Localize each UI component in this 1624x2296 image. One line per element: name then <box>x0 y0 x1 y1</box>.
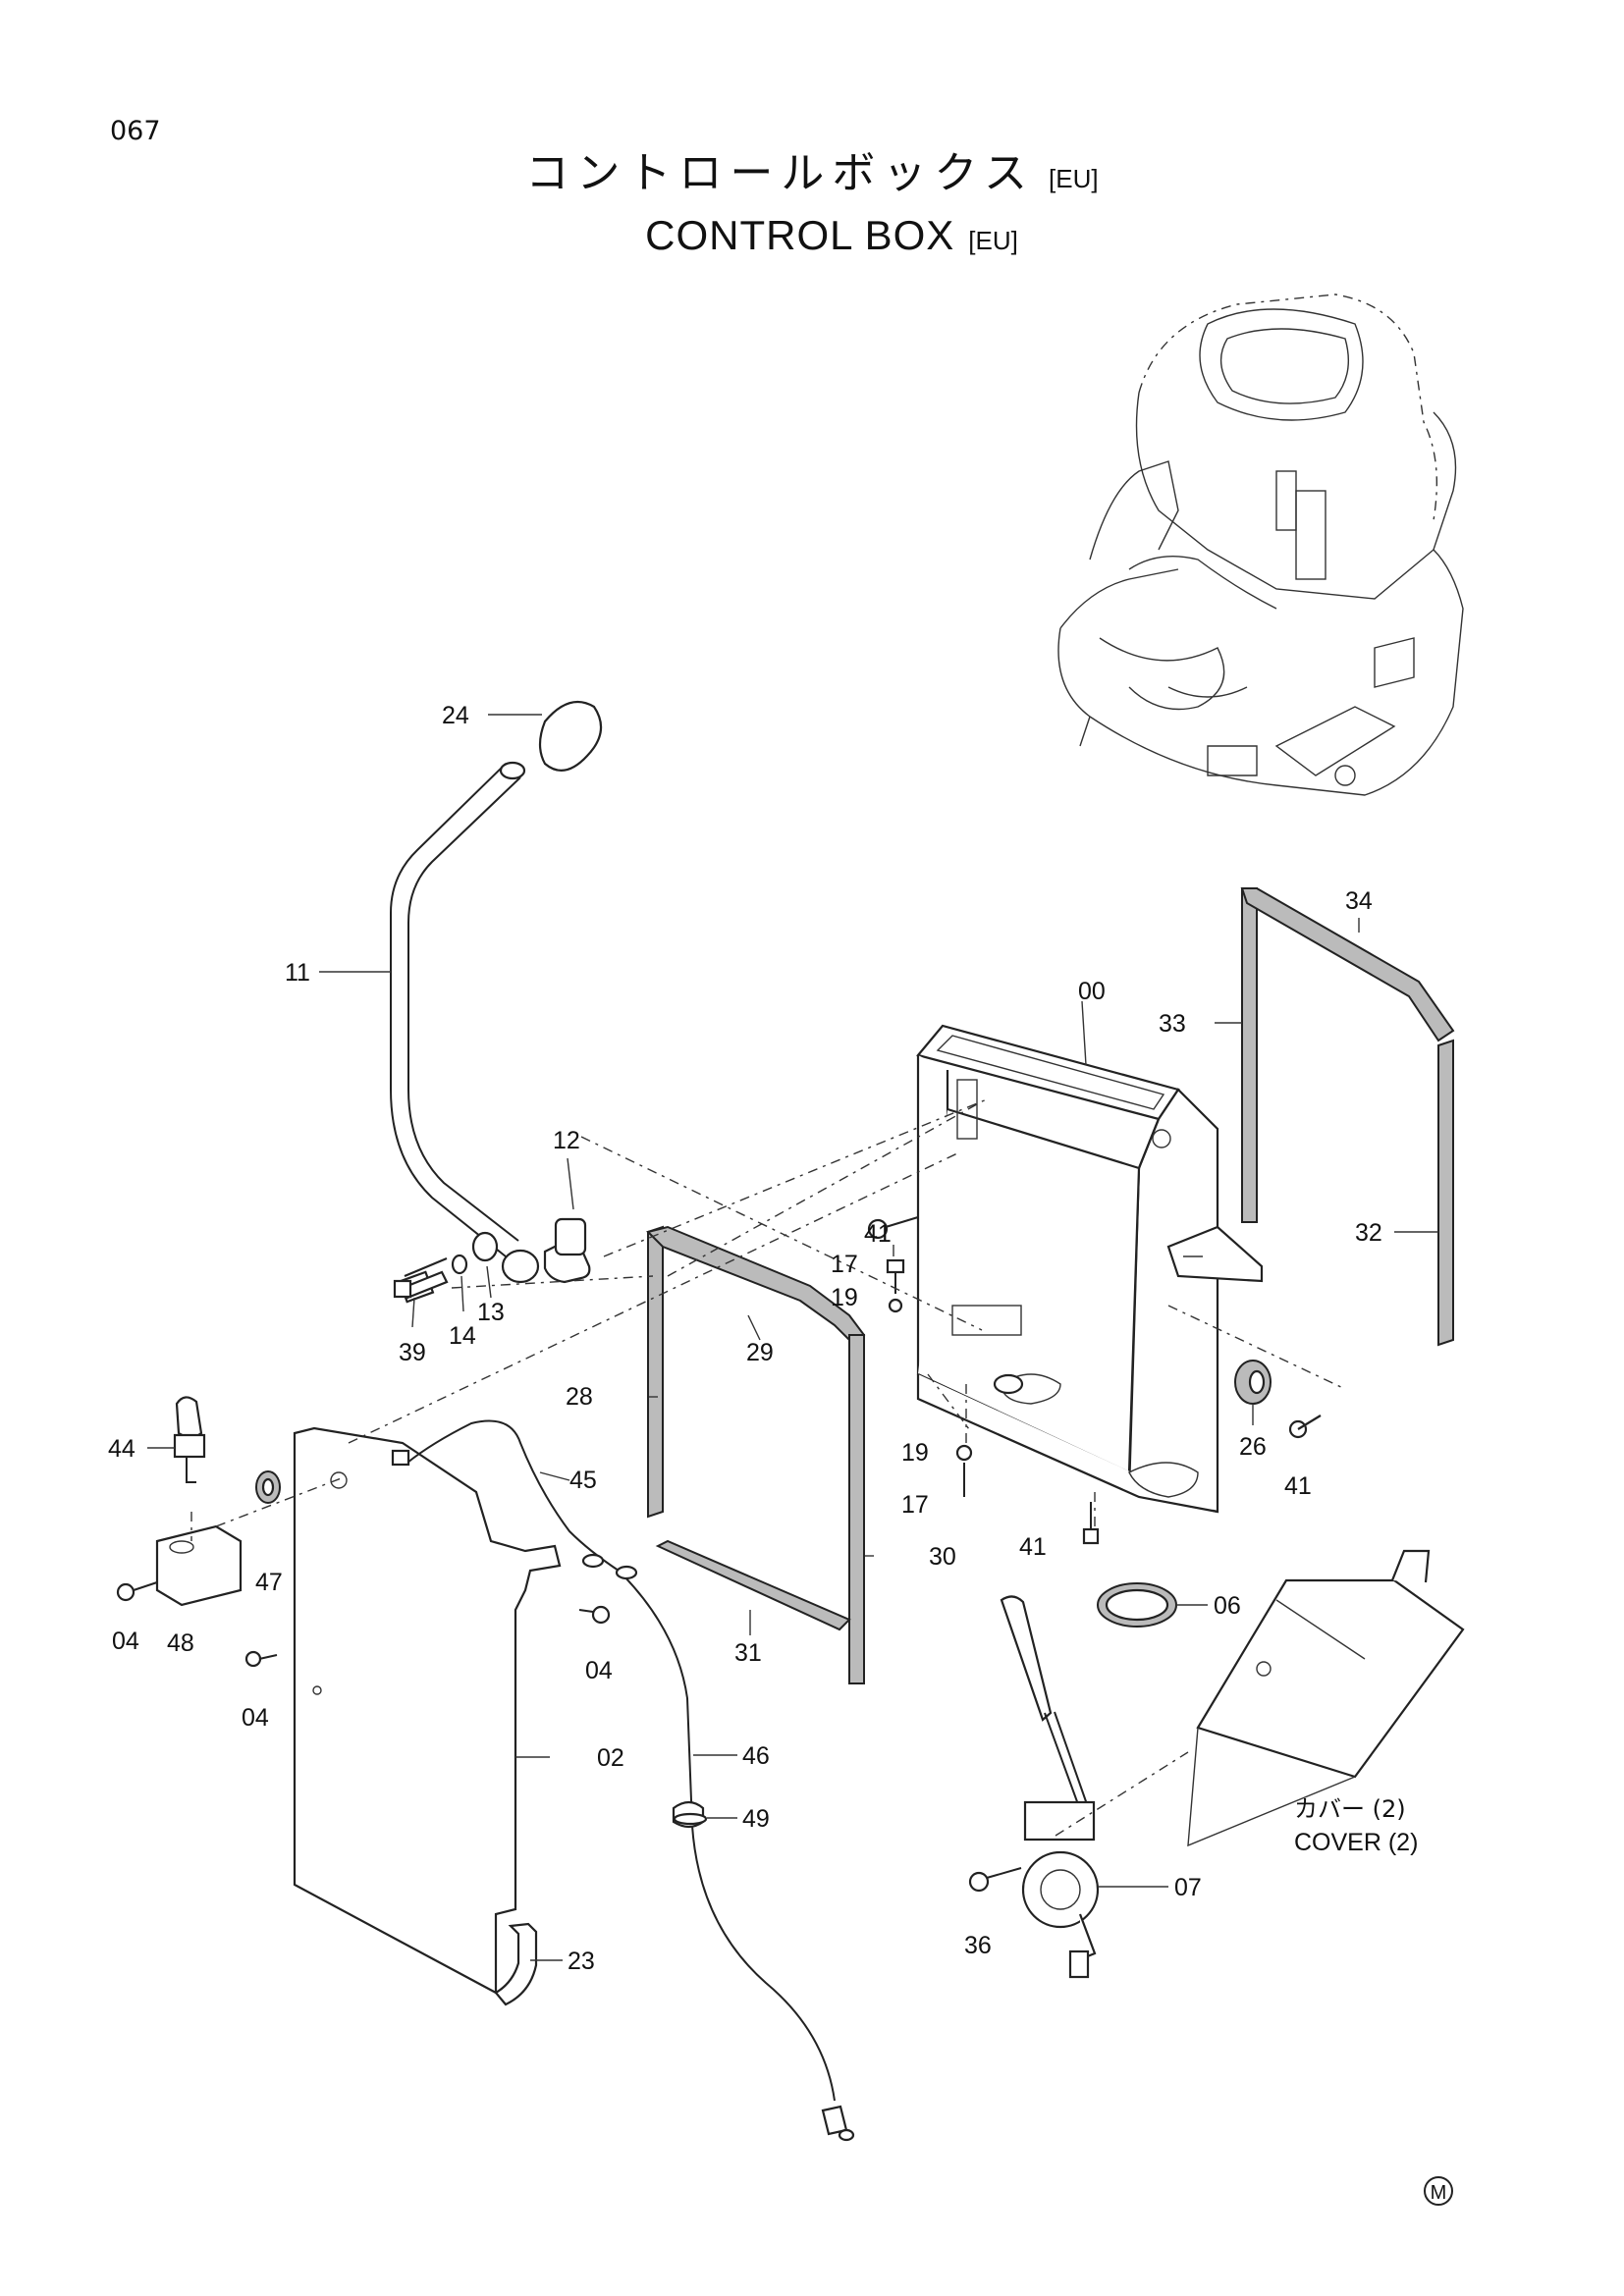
title-japanese-tag: [EU] <box>1049 164 1099 193</box>
bolt-part-36 <box>968 1867 1022 1893</box>
circled-m-mark: M <box>1424 2176 1453 2206</box>
corner-mark-letter: M <box>1431 2182 1447 2204</box>
callout-14: 14 <box>449 1322 476 1350</box>
machine-inset-illustration <box>1057 294 1464 796</box>
callout-28: 28 <box>566 1383 593 1411</box>
callout-23: 23 <box>568 1948 595 1975</box>
title-japanese: コントロールボックス <box>525 148 1036 198</box>
title-block: コントロールボックス [EU] CONTROL BOX [EU] <box>0 137 1624 259</box>
callout-30: 30 <box>929 1543 956 1571</box>
cover-note-english: COVER (2) <box>1294 1829 1418 1856</box>
callout-04a: 04 <box>112 1628 139 1655</box>
callout-33: 33 <box>1159 1010 1186 1038</box>
hose-part-23 <box>494 1922 538 2006</box>
wire-harness-part <box>391 1419 855 2142</box>
callout-11: 11 <box>285 959 310 987</box>
callout-39: 39 <box>399 1339 426 1366</box>
assembly-guide-lines <box>190 1098 1346 1837</box>
callout-19b: 19 <box>901 1439 929 1467</box>
page-number: 067 <box>110 116 161 146</box>
callout-04b: 04 <box>242 1704 269 1732</box>
title-english: CONTROL BOX <box>645 212 955 258</box>
callout-29: 29 <box>746 1339 774 1366</box>
seal-part-30 <box>848 1334 865 1684</box>
callout-04c: 04 <box>585 1657 613 1684</box>
callout-41a: 41 <box>864 1220 892 1248</box>
seal-part-34 <box>1240 887 1455 1042</box>
callout-44: 44 <box>108 1435 135 1463</box>
bolt-part-04 <box>116 1581 611 1668</box>
callout-36: 36 <box>964 1932 992 1959</box>
callout-45: 45 <box>569 1467 597 1494</box>
callout-46: 46 <box>742 1742 770 1770</box>
grommet-part-26 <box>1234 1360 1272 1405</box>
callout-00: 00 <box>1078 978 1106 1005</box>
callout-17a: 17 <box>831 1251 858 1278</box>
title-english-tag: [EU] <box>968 226 1018 255</box>
callout-24: 24 <box>442 702 469 729</box>
callout-26: 26 <box>1239 1433 1267 1461</box>
seal-part-31 <box>655 1539 851 1631</box>
bolt-part-39 <box>393 1270 449 1300</box>
callout-12: 12 <box>553 1127 580 1154</box>
callout-13: 13 <box>477 1299 505 1326</box>
socket-bracket-part <box>155 1396 243 1607</box>
title-japanese-row: コントロールボックス [EU] <box>0 137 1624 200</box>
grommet-part-47 <box>255 1470 281 1504</box>
cover-note-japanese: カバー (2) <box>1294 1795 1406 1823</box>
seal-part-32 <box>1437 1039 1454 1347</box>
callout-06: 06 <box>1214 1592 1241 1620</box>
seal-part-33 <box>1241 887 1258 1223</box>
callout-34: 34 <box>1345 887 1373 915</box>
callout-41c: 41 <box>1019 1533 1047 1561</box>
bolt-part-17 <box>886 1258 973 1497</box>
bolt-part-41c <box>1082 1502 1100 1545</box>
callout-47: 47 <box>255 1569 283 1596</box>
callout-41b: 41 <box>1284 1472 1312 1500</box>
callout-32: 32 <box>1355 1219 1382 1247</box>
callout-49: 49 <box>742 1805 770 1833</box>
callout-19a: 19 <box>831 1284 858 1311</box>
fuel-lever-part <box>1000 1595 1100 1979</box>
control-lever-part <box>390 700 603 1304</box>
callout-labels: 24 11 12 13 14 39 00 34 33 32 41 17 19 2… <box>108 702 1382 1975</box>
clamp-part-49 <box>673 1812 708 1826</box>
callout-17b: 17 <box>901 1491 929 1519</box>
cover-plate-part <box>293 1426 562 1995</box>
knob-part <box>538 700 603 772</box>
cover-mount-part <box>1187 1549 1465 1847</box>
control-box-housing <box>916 1024 1264 1514</box>
callout-02: 02 <box>597 1744 624 1772</box>
leader-lines <box>147 714 1438 1961</box>
title-english-row: CONTROL BOX [EU] <box>39 212 1624 259</box>
bolt-part-41 <box>867 1215 919 1240</box>
bolt-part-41b <box>1288 1415 1322 1439</box>
callout-07: 07 <box>1174 1874 1202 1901</box>
seal-part-28 <box>647 1225 664 1519</box>
callout-48: 48 <box>167 1629 194 1657</box>
gasket-part-06 <box>1097 1582 1177 1628</box>
callout-31: 31 <box>734 1639 762 1667</box>
